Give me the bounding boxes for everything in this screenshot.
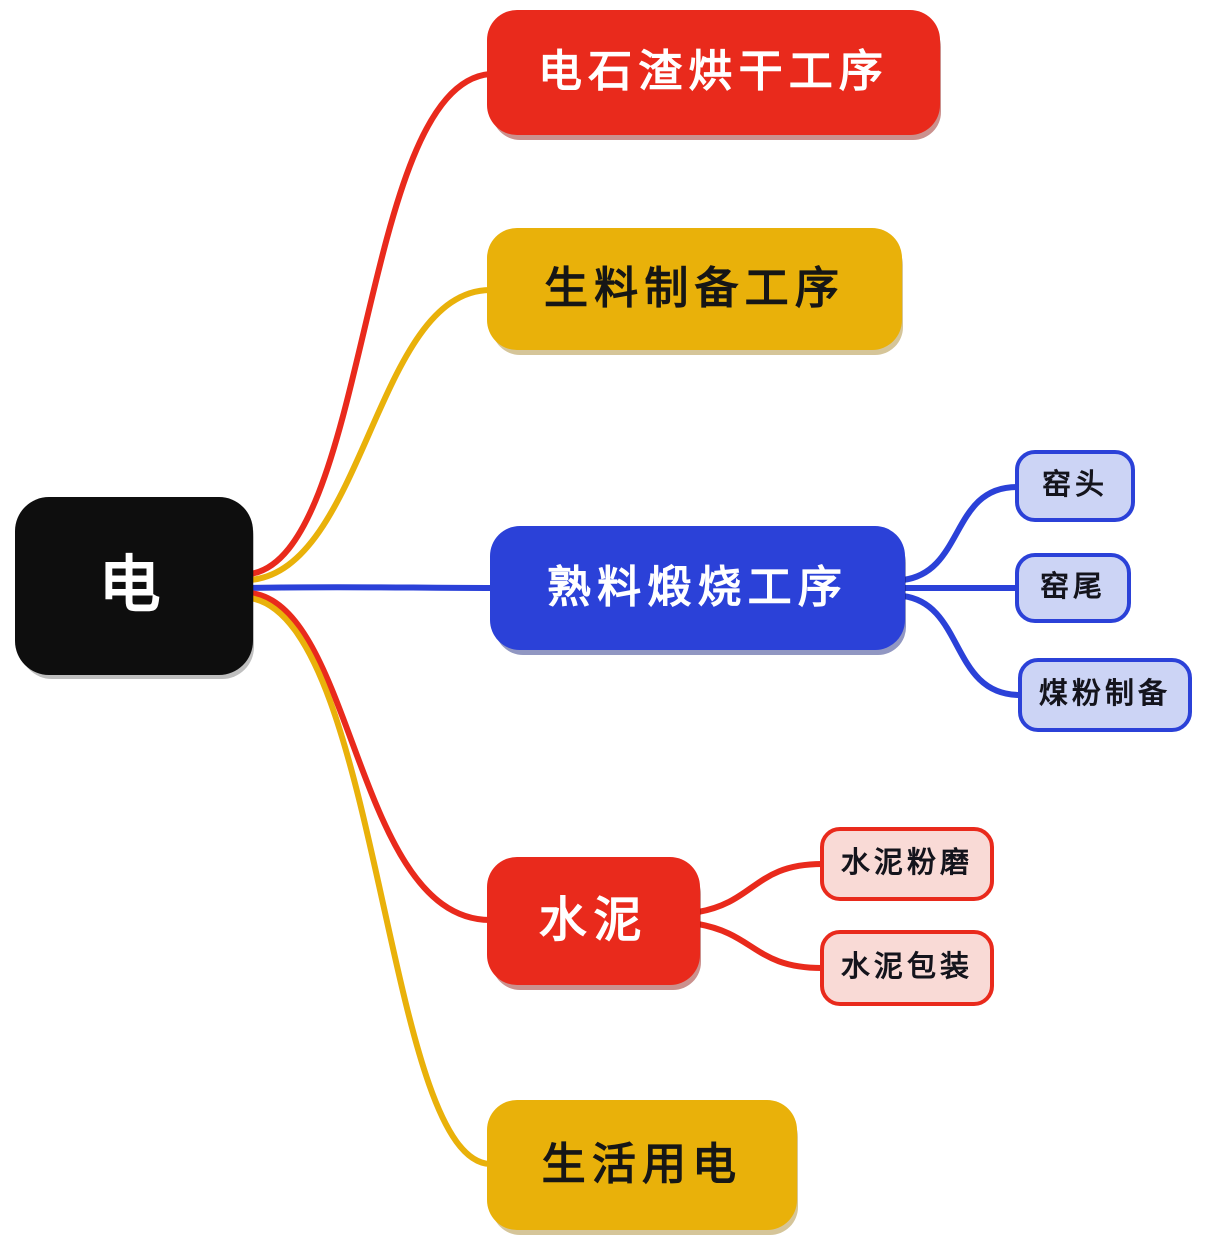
connector-root-to-clinker <box>247 584 496 591</box>
connector-root-to-living <box>247 595 493 1167</box>
node-clinker-calcination[interactable]: 熟料煅烧工序 <box>490 526 905 650</box>
node-root-label: 电 <box>98 550 170 620</box>
node-label: 窑头 <box>1041 469 1109 502</box>
connector-root-to-cement <box>247 590 493 923</box>
node-label: 水泥包装 <box>840 951 974 984</box>
connector-root-to-raw <box>247 287 493 583</box>
node-label: 煤粉制备 <box>1038 678 1172 711</box>
node-cement[interactable]: 水泥 <box>487 857 700 985</box>
connector-clinker-to-coal <box>900 593 1023 698</box>
node-carbide-slag-drying[interactable]: 电石渣烘干工序 <box>487 10 940 135</box>
node-cement-packing[interactable]: 水泥包装 <box>820 930 994 1006</box>
connector-cement-to-grind <box>695 861 825 915</box>
node-cement-grinding[interactable]: 水泥粉磨 <box>820 827 994 901</box>
connector-cement-to-pack <box>695 921 825 971</box>
connector-clinker-to-kilnhead <box>900 484 1020 583</box>
node-label: 生活用电 <box>541 1139 743 1189</box>
node-label: 窑尾 <box>1039 571 1107 604</box>
node-kiln-tail[interactable]: 窑尾 <box>1015 553 1131 623</box>
node-kiln-head[interactable]: 窑头 <box>1015 450 1135 522</box>
connector-root-to-dry <box>247 71 493 577</box>
node-raw-meal-preparation[interactable]: 生料制备工序 <box>487 228 902 350</box>
node-label: 熟料煅烧工序 <box>547 562 848 612</box>
node-coal-powder-preparation[interactable]: 煤粉制备 <box>1018 658 1192 732</box>
node-label: 水泥粉磨 <box>840 847 974 880</box>
node-label: 生料制备工序 <box>544 263 845 313</box>
node-root-electricity[interactable]: 电 <box>15 497 253 675</box>
node-domestic-electricity[interactable]: 生活用电 <box>487 1100 797 1230</box>
node-label: 水泥 <box>538 893 649 947</box>
node-label: 电石渣烘干工序 <box>537 47 890 97</box>
